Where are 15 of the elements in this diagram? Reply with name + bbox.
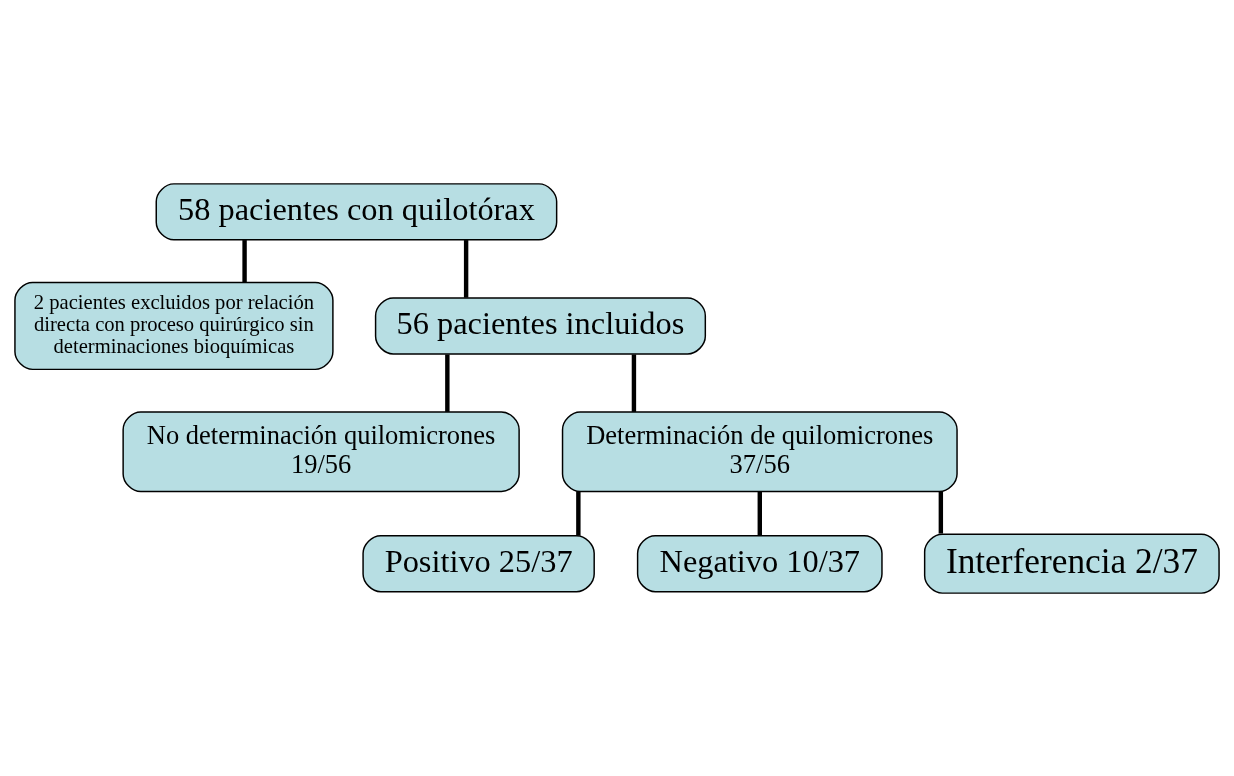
connector [938, 491, 944, 534]
node-box: 2 pacientes excluidos por relación directa con proceso quirúrgico sin determinaciones bioquímicas [14, 281, 334, 370]
node-box: Determinación de quilomicrones 37/56 [561, 410, 958, 492]
node-box: Negativo 10/37 [636, 534, 883, 592]
node-box: No determinación quilomicrones 19/56 [122, 410, 520, 492]
connector [445, 354, 450, 412]
node-box: 58 pacientes con quilotórax [155, 182, 558, 241]
node-box: 56 pacientes incluidos [374, 296, 707, 355]
node-box: Positivo 25/37 [362, 534, 595, 592]
node-box: Interferencia 2/37 [923, 533, 1220, 594]
connector [576, 491, 581, 536]
connector [631, 354, 637, 412]
connector [242, 239, 247, 282]
connector [463, 239, 469, 298]
connector [757, 491, 762, 536]
